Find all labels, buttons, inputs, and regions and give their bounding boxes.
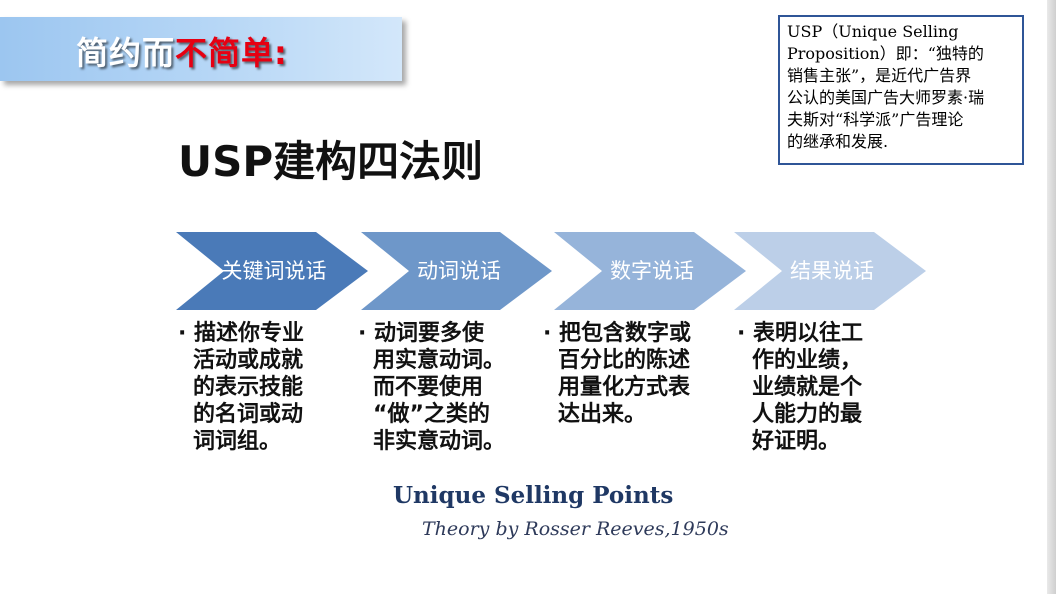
theory-attribution: Theory by Rosser Reeves,1950s [422,518,729,540]
usp-definition-note: USP（Unique Selling Proposition）即：“独特的 销售… [778,15,1024,165]
rule-line: 百分比的陈述 [558,348,691,373]
chevron-label-keywords: 关键词说话 [221,259,327,283]
banner-title: 简约而不简单: [76,28,288,74]
note-line: 销售主张”，是近代广告界 [787,66,972,85]
rule-line: 词词组。 [193,429,282,454]
rule-description-results: · 表明以往工 作的业绩， 业绩就是个 人能力的最 好证明。 [737,320,863,455]
slide-edge-divider [1047,0,1056,594]
rule-line: 用量化方式表 [558,375,691,400]
rule-line: 人能力的最 [752,402,863,427]
section-banner [0,17,402,81]
rule-line: 而不要使用 [373,375,484,400]
rule-line: 的表示技能 [193,375,304,400]
rule-line: “做”之类的 [373,402,490,427]
rule-line: · 描述你专业 [178,321,305,346]
note-line: USP（Unique Selling [787,22,959,41]
rule-line: · 动词要多使 [358,321,485,346]
rule-line: 达出来。 [558,402,647,427]
rule-line: 活动或成就 [193,348,304,373]
rule-line: 好证明。 [752,429,841,454]
rule-line: · 表明以往工 [737,321,864,346]
note-line: 的继承和发展. [787,132,889,151]
chevron-label-numbers: 数字说话 [610,259,694,283]
usp-english-title: Unique Selling Points [393,482,674,509]
rule-line: 业绩就是个 [752,375,863,400]
note-line: 夫斯对“科学派”广告理论 [787,110,964,129]
chevron-label-verbs: 动词说话 [417,259,501,283]
rule-description-verbs: · 动词要多使 用实意动词。 而不要使用 “做”之类的 非实意动词。 [358,320,505,455]
banner-title-part1: 简约而 [76,34,176,72]
rule-description-keywords: · 描述你专业 活动或成就 的表示技能 的名词或动 词词组。 [178,320,304,455]
rule-line: 的名词或动 [193,402,304,427]
rule-line: 用实意动词。 [373,348,506,373]
note-line: Proposition）即：“独特的 [787,44,984,63]
page-title: USP建构四法则 [178,137,484,186]
rule-line: 作的业绩， [752,348,863,373]
rule-line: 非实意动词。 [373,429,506,454]
chevron-label-results: 结果说话 [790,259,874,283]
note-line: 公认的美国广告大师罗素·瑞 [787,88,985,107]
rule-line: · 把包含数字或 [543,321,692,346]
banner-title-part2: 不简单: [175,34,288,72]
rule-description-numbers: · 把包含数字或 百分比的陈述 用量化方式表 达出来。 [543,320,691,428]
